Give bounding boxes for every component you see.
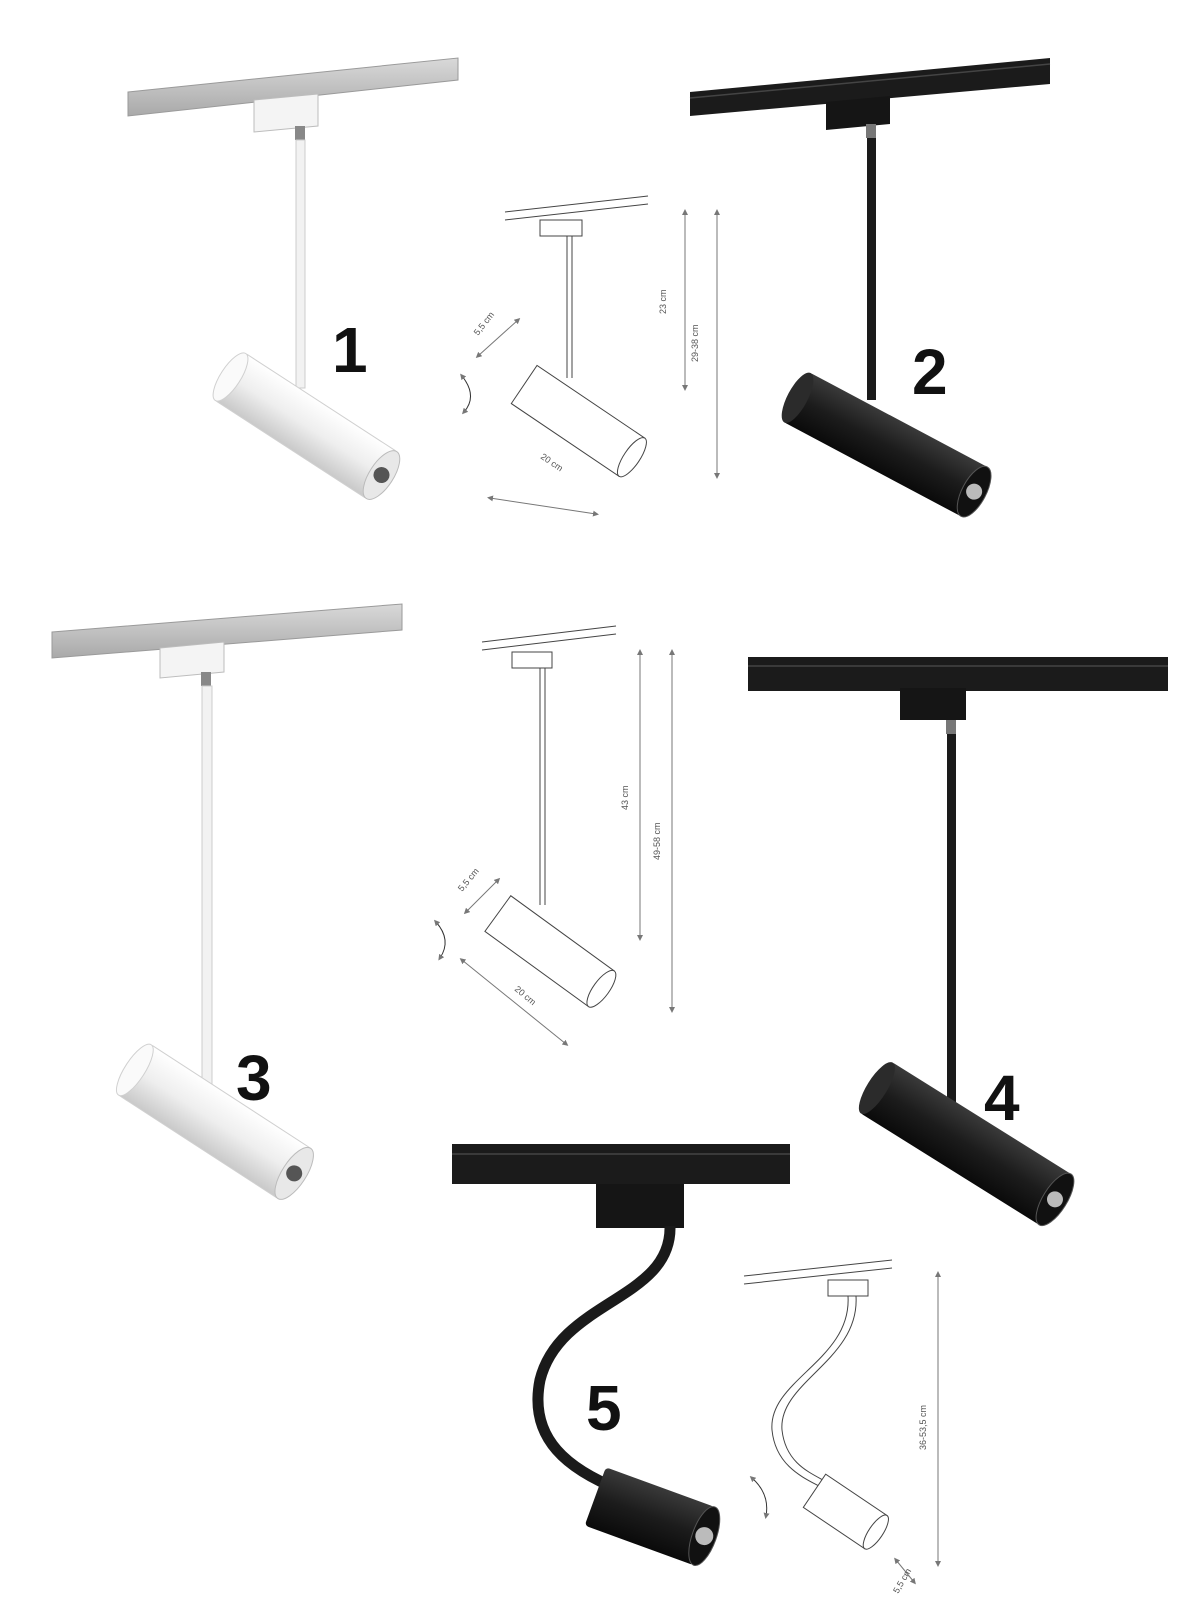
dimension-diagram-short	[460, 195, 720, 517]
diagram-adapter	[511, 651, 553, 669]
diagram-track	[481, 625, 617, 643]
diagram-adapter	[539, 219, 583, 237]
dimension-diagram-long	[434, 625, 675, 1046]
product-number-3: 3	[236, 1042, 272, 1114]
track-rail	[51, 603, 403, 659]
product-number-4: 4	[984, 1062, 1020, 1134]
track-rail	[452, 1144, 790, 1184]
track-rail	[748, 657, 1168, 691]
dim-length-label: 20 cm	[539, 451, 565, 473]
dim-diameter-label: 5,5 cm	[472, 310, 497, 337]
dimension-diagram-flexible	[743, 1259, 941, 1585]
track-adapter	[596, 1184, 684, 1228]
spot-cylinder	[115, 1043, 314, 1200]
rotate-arrow-icon	[434, 919, 446, 961]
diagram-flex-arm	[771, 1295, 849, 1491]
dim-stem-label: 43 cm	[620, 785, 630, 810]
dim-total-label: 49-58 cm	[652, 822, 662, 860]
lamp-1-white-short	[127, 57, 459, 500]
diagram-adapter	[827, 1279, 869, 1297]
stem-rod	[867, 138, 876, 400]
track-adapter	[826, 96, 890, 130]
swivel-joint	[946, 720, 956, 734]
track-rail	[127, 57, 459, 117]
diagram-track	[504, 195, 649, 213]
lamp-2-black-short	[689, 58, 1051, 518]
product-number-2: 2	[912, 336, 948, 408]
track-adapter	[900, 688, 966, 720]
spot-cylinder	[858, 1062, 1075, 1227]
dim-diameter-label: 5,5 cm	[456, 866, 481, 893]
rotate-arrow-icon	[749, 1476, 770, 1519]
product-number-1: 1	[332, 314, 368, 386]
stem-rod	[201, 685, 213, 1087]
spot-cylinder	[212, 352, 401, 500]
dim-stem-label: 23 cm	[658, 289, 668, 314]
product-number-5: 5	[586, 1372, 622, 1444]
dim-diameter-label: 5,5 cm	[891, 1567, 913, 1595]
diagram-track	[743, 1259, 893, 1277]
swivel-joint	[866, 124, 876, 138]
track-adapter	[253, 93, 319, 133]
swivel-joint	[201, 672, 211, 686]
dim-total-label: 29-38 cm	[690, 324, 700, 362]
swivel-joint	[295, 126, 305, 140]
stem-rod	[295, 139, 306, 389]
spot-cylinder	[585, 1468, 721, 1567]
dim-total-label: 36-53,5 cm	[918, 1405, 928, 1450]
track-adapter	[159, 641, 225, 679]
spot-cylinder	[781, 372, 992, 518]
lamp-3-white-long	[51, 603, 403, 1200]
lamp-4-black-long	[748, 657, 1168, 1227]
rotate-arrow-icon	[460, 373, 471, 415]
stem-rod	[947, 734, 956, 1104]
lamp-5-black-flexible	[452, 1144, 790, 1567]
flexible-arm	[532, 1225, 676, 1496]
